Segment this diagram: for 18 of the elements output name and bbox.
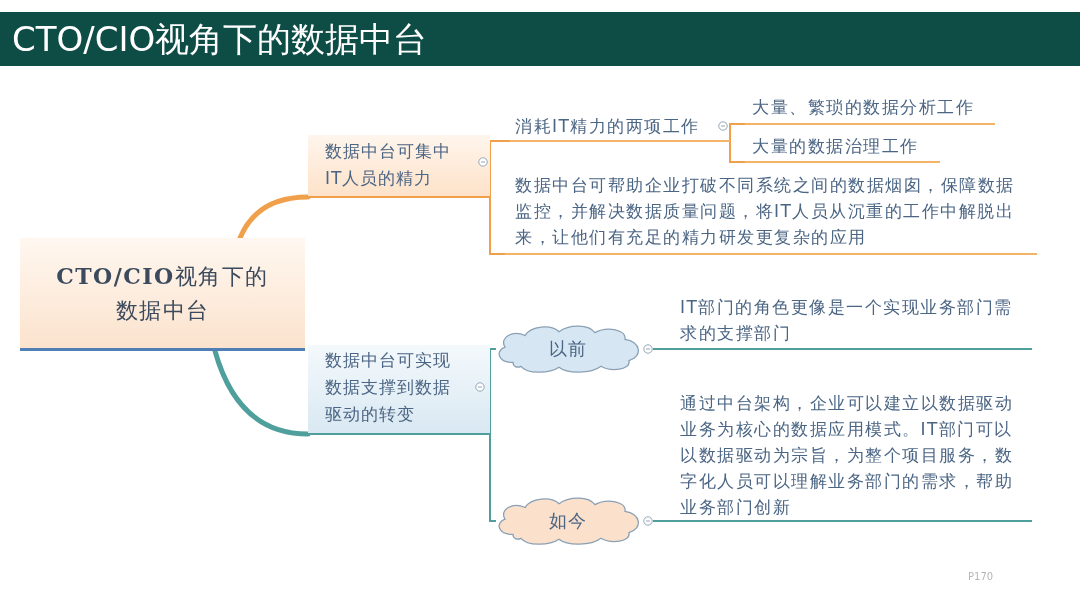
subtopic-text: 数据中台可帮助企业打破不同系统之间的数据烟囱，保障数据监控，并解决数据质量问题，将IT人员从沉重的工作中解脱出来，让他们有充足的精力研发更复杂的应用 (505, 170, 1037, 255)
subtopic-text: IT部门的角色更像是一个实现业务部门需求的支撑部门 (660, 292, 1032, 350)
topic-label: 以前 (548, 337, 588, 361)
branch-box: 数据中台可集中IT人员的精力 (308, 135, 490, 198)
connector-line (652, 348, 661, 350)
connector-line (489, 196, 506, 255)
subtopic-text: 通过中台架构，企业可以建立以数据驱动业务为核心的数据应用模式。IT部门可以以数据驱动为宗旨，为整个项目服务，数字化人员可以理解业务部门的需求，帮助业务部门创新 (660, 388, 1032, 522)
connector-line (489, 433, 497, 522)
connector-line (729, 123, 746, 142)
branch-box: 数据中台可实现数据支撑到数据驱动的转变 (308, 345, 490, 435)
title-bar: CTO/CIO视角下的数据中台 (0, 12, 1080, 66)
connector-line (652, 520, 661, 522)
subtopic-text: 大量、繁琐的数据分析工作 (745, 93, 995, 125)
subtopic-text: 大量的数据治理工作 (745, 133, 940, 163)
central-topic-box: CTO/CIO视角下的数据中台 (20, 238, 305, 351)
connector-line (729, 140, 746, 163)
page-number: P170 (968, 571, 994, 582)
topic-label: 如今 (548, 509, 588, 533)
